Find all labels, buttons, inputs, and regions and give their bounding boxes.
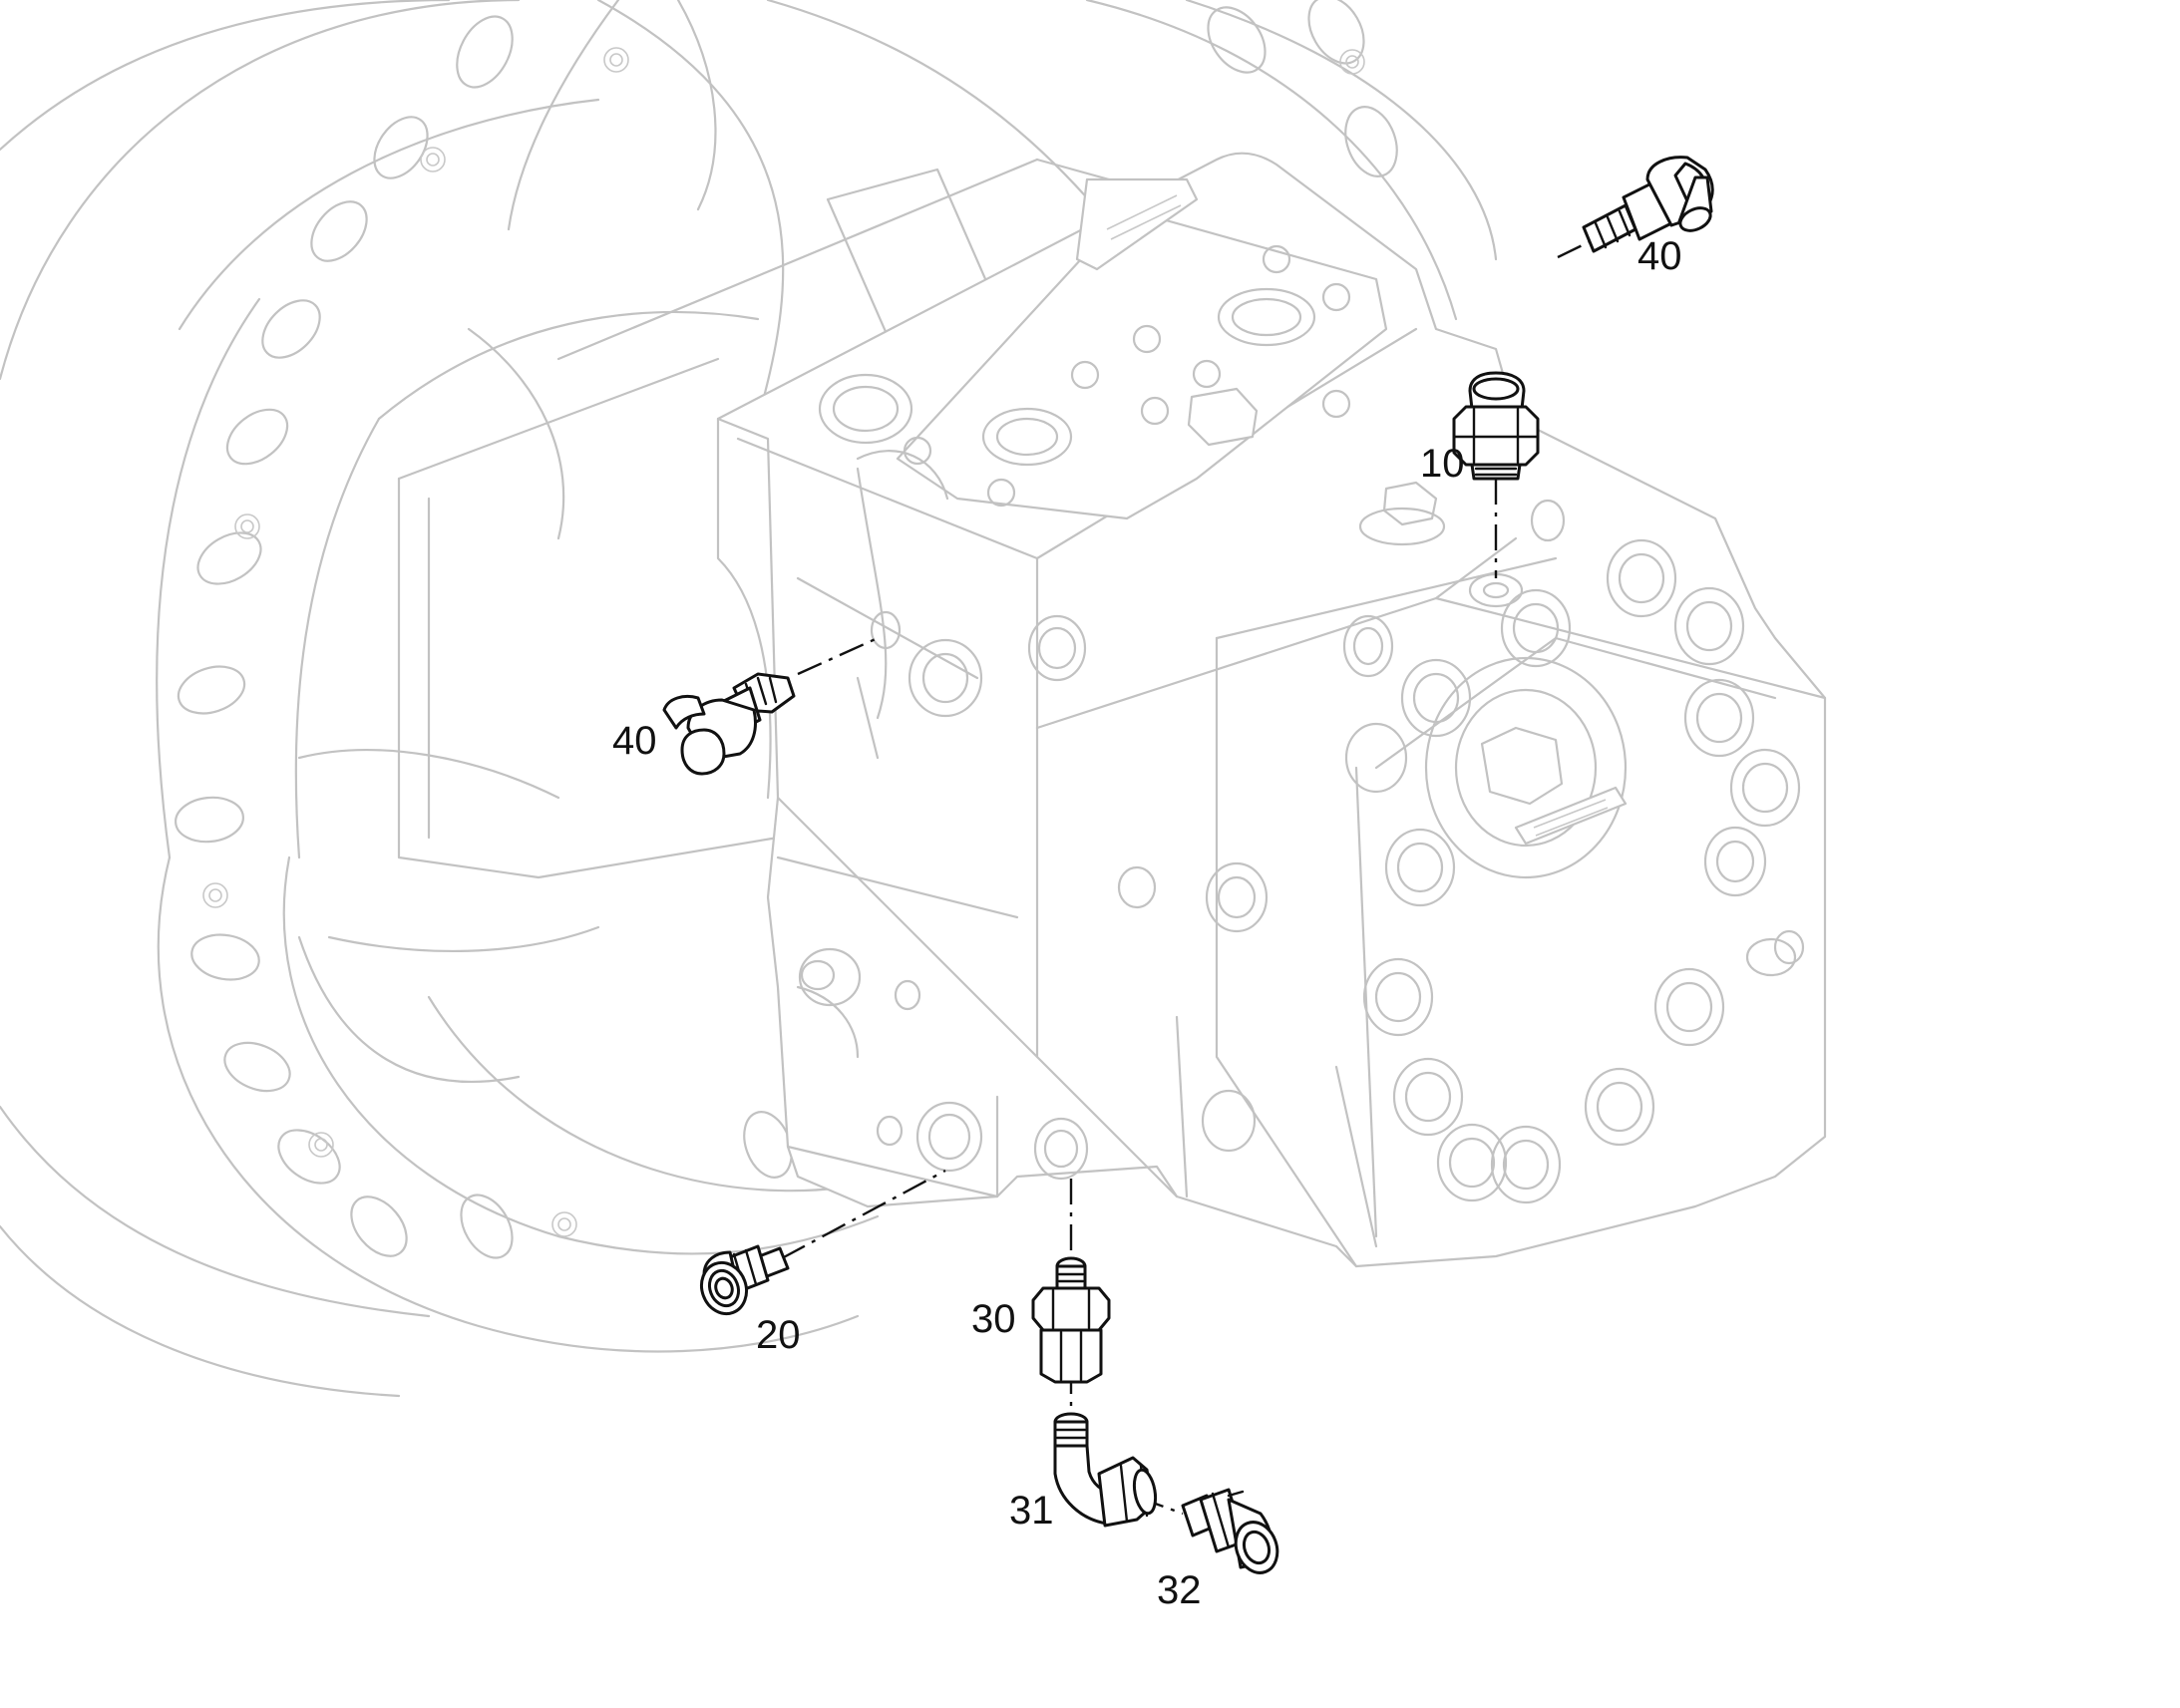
callout-40-top: 40 [1637,234,1682,278]
part-40-elbow-fitting-left [662,672,796,776]
callout-31: 31 [1009,1489,1054,1533]
part-20-plug-fitting [699,1244,790,1316]
part-40-elbow-fitting-top [1582,156,1714,253]
callout-30: 30 [971,1297,1016,1341]
part-32-straight-connector [1181,1488,1279,1574]
callout-40-left: 40 [612,719,657,763]
part-31-elbow-union [1053,1412,1158,1528]
callout-labels: 40 10 40 20 30 31 32 [612,234,1682,1612]
callout-20: 20 [756,1313,801,1357]
part-10-adapter-fitting [1452,371,1540,481]
cover-bolt-ring [1344,538,1805,1204]
hydraulic-motor-background [716,152,1827,1268]
callout-10: 10 [1420,442,1465,486]
part-30-pressure-adapter [1031,1256,1111,1384]
callout-32: 32 [1157,1568,1202,1612]
